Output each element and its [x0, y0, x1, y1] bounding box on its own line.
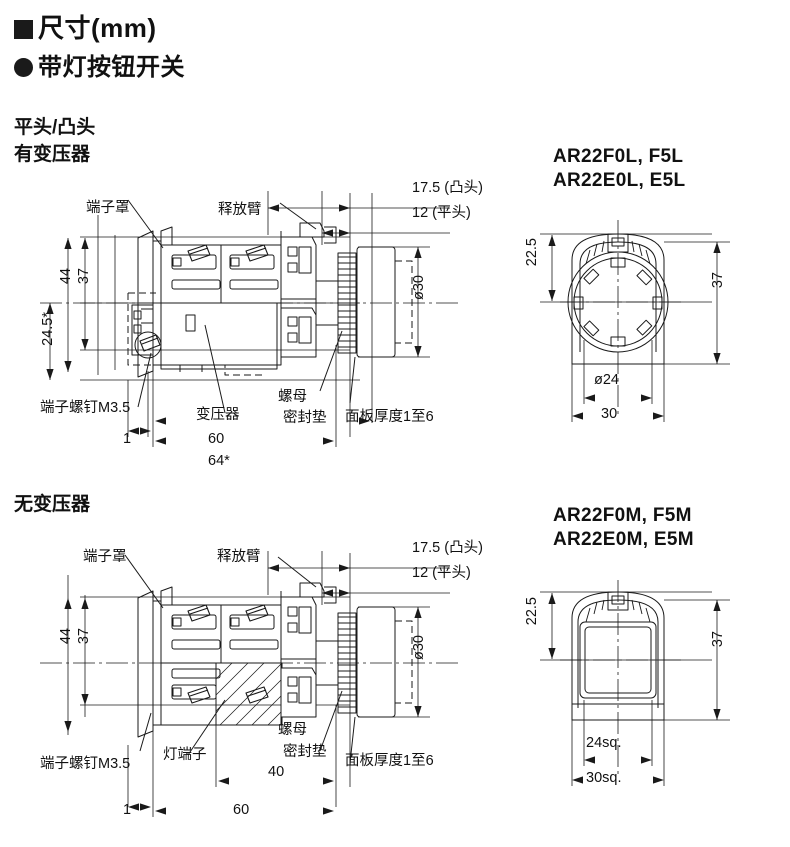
dim-37-bottom: 37 — [76, 628, 92, 645]
square-bullet-icon — [14, 20, 33, 39]
dim-flat-head-top: 12 (平头) — [412, 205, 471, 221]
dim-1-top: 1 — [123, 431, 132, 447]
head-type-label: 平头/凸头 — [14, 117, 96, 138]
dim-37-round: 37 — [710, 272, 726, 289]
dim-37-square: 37 — [710, 631, 726, 648]
model-bottom-line1: AR22F0M, F5M — [553, 505, 692, 526]
callout-nut-bottom: 螺母 — [278, 722, 307, 738]
dim-60-top: 60 — [208, 431, 225, 447]
callout-terminal-screw-bottom: 端子螺钉M3.5 — [40, 756, 131, 772]
callout-release-arm-bottom: 释放臂 — [217, 549, 261, 565]
front-square-view-drawing — [540, 580, 730, 786]
dim-dia30-bottom: ø30 — [411, 635, 427, 660]
dim-40-bottom: 40 — [268, 764, 285, 780]
callout-terminal-screw-top: 端子螺钉M3.5 — [40, 400, 131, 416]
callout-panel-thickness-top: 面板厚度1至6 — [345, 409, 434, 425]
callout-gasket-top: 密封垫 — [283, 410, 327, 426]
front-round-view-drawing — [540, 220, 730, 422]
dim-1-bottom: 1 — [123, 802, 132, 818]
dim-projected-head-bottom: 17.5 (凸头) — [412, 540, 483, 556]
dim-44-top: 44 — [58, 268, 74, 285]
callout-lamp-terminal: 灯端子 — [163, 747, 207, 763]
callout-terminal-cover-top: 端子罩 — [86, 200, 130, 216]
dim-225-round: 22.5 — [524, 238, 540, 267]
dim-dia24-round: ø24 — [594, 372, 619, 388]
section-heading-text: 带灯按钮开关 — [38, 54, 185, 81]
dim-60-bottom: 60 — [233, 802, 250, 818]
callout-panel-thickness-bottom: 面板厚度1至6 — [345, 753, 434, 769]
model-top-line1: AR22F0L, F5L — [553, 146, 684, 167]
section1-label: 有变压器 — [14, 144, 91, 165]
dim-225-square: 22.5 — [524, 597, 540, 626]
bottom-side-view-drawing — [40, 551, 460, 817]
callout-release-arm-top: 释放臂 — [218, 202, 262, 218]
section2-label: 无变压器 — [14, 494, 91, 515]
dim-64-top: 64* — [208, 453, 230, 469]
circle-bullet-icon — [14, 58, 33, 77]
page-title-text: 尺寸(mm) — [38, 13, 157, 43]
model-bottom-line2: AR22E0M, E5M — [553, 529, 694, 550]
dim-24sq-square: 24sq. — [586, 735, 622, 751]
top-side-view-drawing — [40, 191, 460, 447]
section-heading: 带灯按钮开关 — [14, 47, 185, 82]
callout-gasket-bottom: 密封垫 — [283, 744, 327, 760]
dim-30-round: 30 — [601, 406, 618, 422]
dim-projected-head-top: 17.5 (凸头) — [412, 180, 483, 196]
callout-transformer: 变压器 — [196, 407, 240, 423]
callout-terminal-cover-bottom: 端子罩 — [83, 549, 127, 565]
model-top-line2: AR22E0L, E5L — [553, 170, 686, 191]
dim-dia30-top: ø30 — [411, 275, 427, 300]
dim-30sq-square: 30sq. — [586, 770, 622, 786]
dim-37-top: 37 — [76, 268, 92, 285]
callout-nut-top: 螺母 — [278, 389, 307, 405]
dim-44-bottom: 44 — [58, 628, 74, 645]
dim-flat-head-bottom: 12 (平头) — [412, 565, 471, 581]
dim-245-top: 24.5* — [40, 312, 56, 346]
page-title: 尺寸(mm) — [14, 8, 157, 45]
